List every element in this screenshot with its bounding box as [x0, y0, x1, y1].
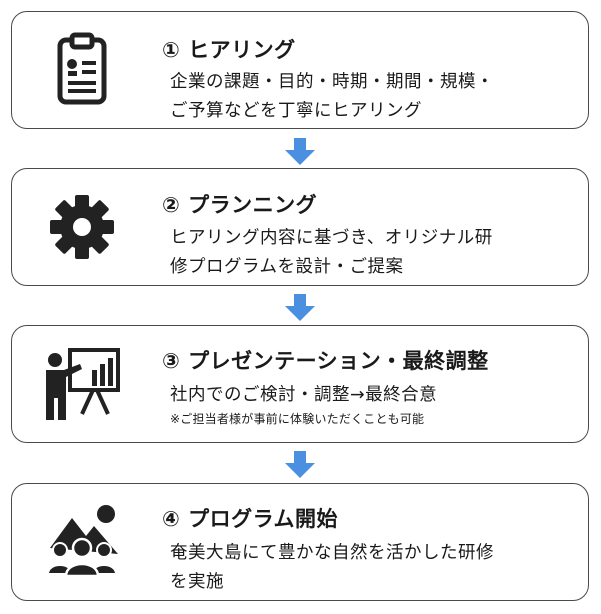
- group-mountain-icon: [42, 498, 122, 578]
- down-arrow-icon: [284, 451, 316, 479]
- presentation-icon: [42, 344, 122, 424]
- step-3-note: ※ご担当者様が事前に体験いただくことも可能: [170, 412, 425, 426]
- step-3-box: ③ プレゼンテーション・最終調整 社内でのご検討・調整→最終合意 ※ご担当者様が…: [11, 325, 589, 443]
- step-4-desc-line-1: 奄美大島にて豊かな自然を活かした研修: [170, 543, 494, 563]
- gear-icon: [42, 187, 122, 267]
- step-4-desc-line-2: を実施: [170, 572, 224, 592]
- step-3-title: ③ プレゼンテーション・最終調整: [162, 349, 489, 373]
- step-1-box: ① ヒアリング 企業の課題・目的・時期・期間・規模・ ご予算などを丁寧にヒアリン…: [11, 11, 589, 129]
- step-1-desc-line-2: ご予算などを丁寧にヒアリング: [170, 101, 422, 121]
- step-1-title: ① ヒアリング: [162, 38, 296, 62]
- step-1-desc-line-1: 企業の課題・目的・時期・期間・規模・: [170, 72, 494, 92]
- down-arrow-icon: [284, 294, 316, 322]
- clipboard-icon: [42, 30, 122, 110]
- down-arrow-icon: [284, 138, 316, 166]
- step-4-title: ④ プログラム開始: [162, 507, 338, 531]
- step-4-box: ④ プログラム開始 奄美大島にて豊かな自然を活かした研修 を実施: [11, 483, 589, 601]
- step-2-desc-line-1: ヒアリング内容に基づき、オリジナル研: [170, 228, 493, 248]
- step-2-box: ② プランニング ヒアリング内容に基づき、オリジナル研 修プログラムを設計・ご提…: [11, 168, 589, 286]
- step-3-desc-line-1: 社内でのご検討・調整→最終合意: [170, 385, 438, 405]
- step-2-title: ② プランニング: [162, 193, 318, 217]
- step-2-desc-line-2: 修プログラムを設計・ご提案: [170, 257, 404, 277]
